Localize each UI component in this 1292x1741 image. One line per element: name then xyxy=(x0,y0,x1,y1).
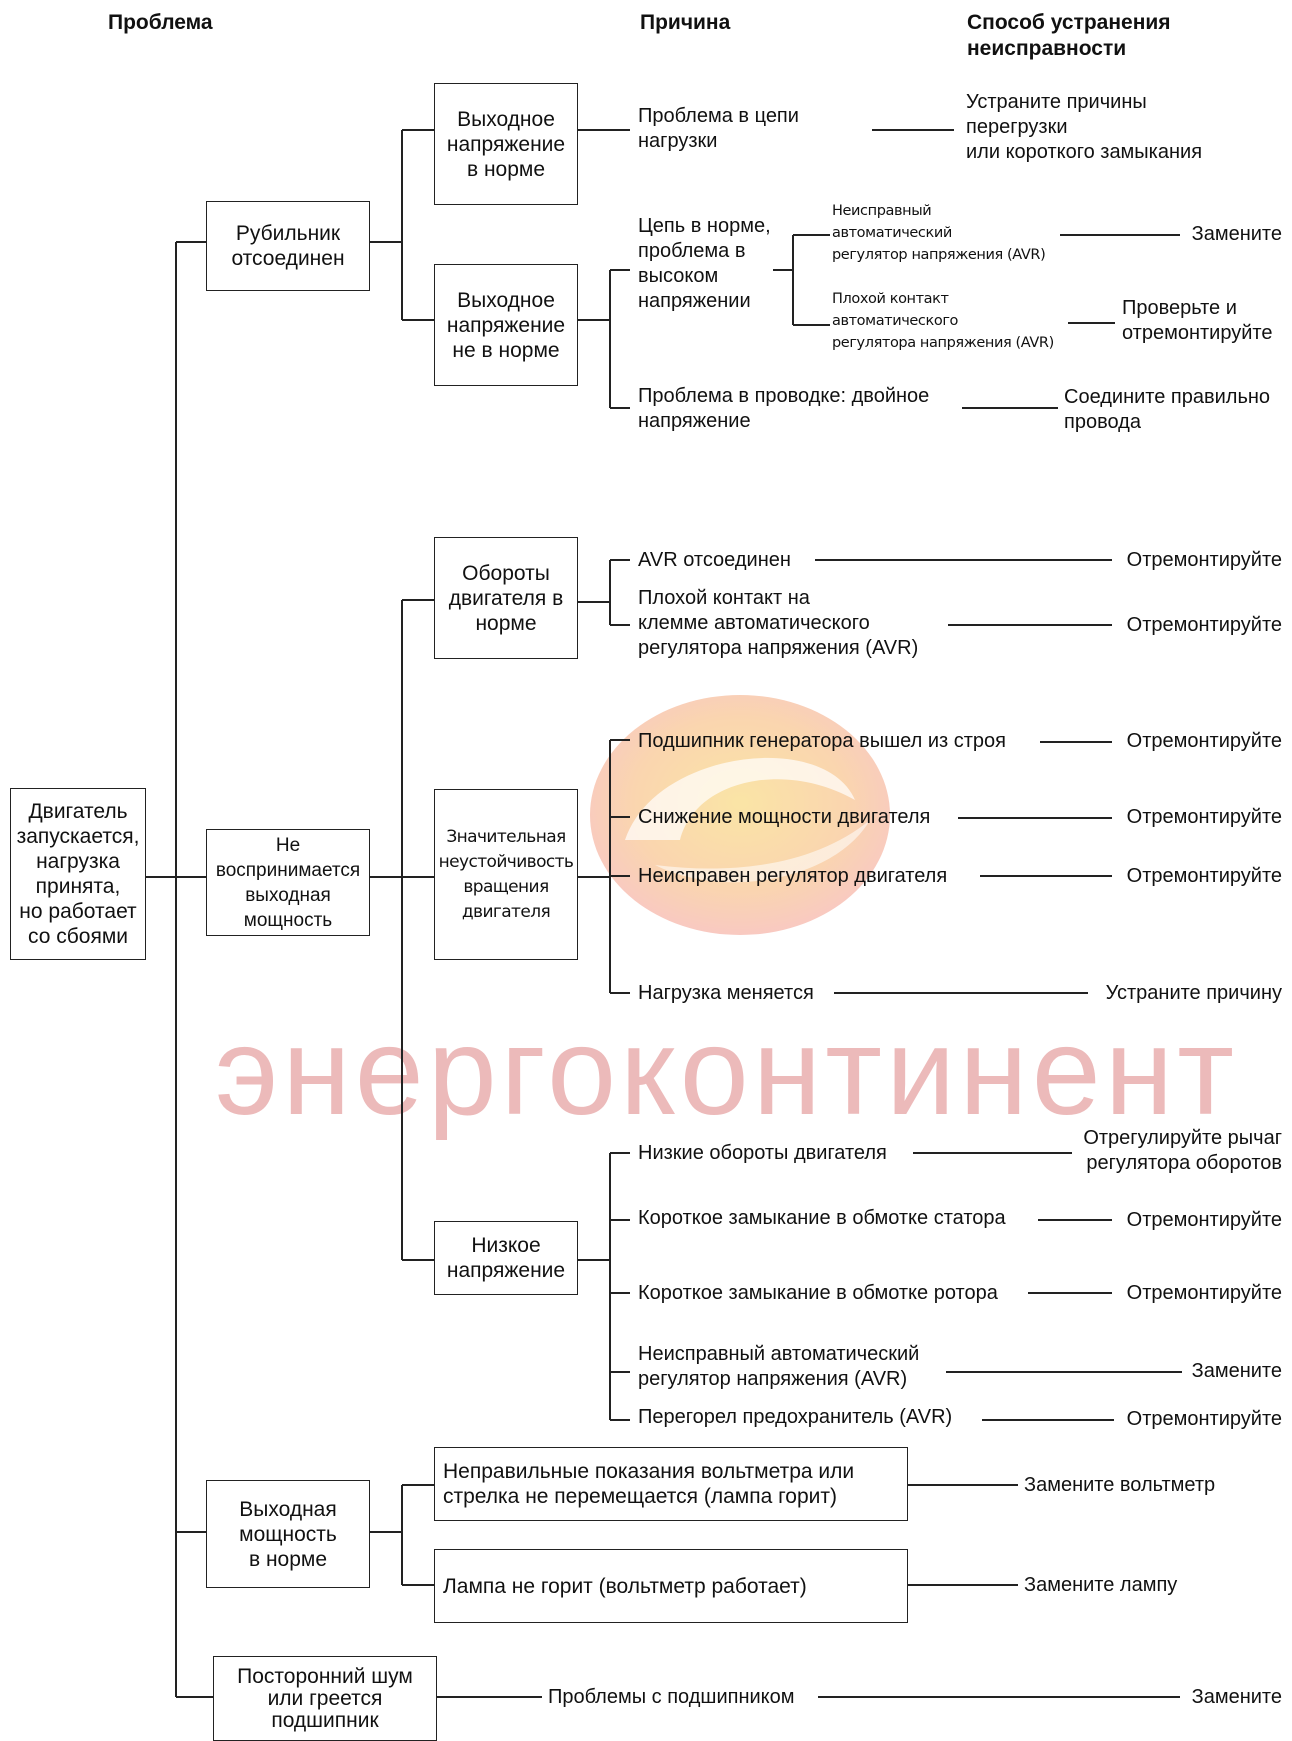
remedy-adjust-lever: Отрегулируйте рычаг регулятора оборотов xyxy=(1081,1126,1284,1176)
remedy-repair-8: Отремонтируйте xyxy=(1124,1407,1284,1432)
lamp-box: Лампа не горит (вольтметр работает) xyxy=(434,1549,908,1623)
remedy-replace-3: Замените xyxy=(1189,1685,1284,1710)
low-voltage-box: Низкое напряжение xyxy=(434,1221,578,1295)
remedy-replace-voltmeter: Замените вольтметр xyxy=(1022,1473,1218,1498)
header-remedy: Способ устранения неисправности xyxy=(967,11,1171,60)
remedy-repair-5: Отремонтируйте xyxy=(1124,864,1284,889)
header-problem: Проблема xyxy=(108,11,213,34)
remedy-repair-6: Отремонтируйте xyxy=(1124,1208,1284,1233)
remedy-repair-7: Отремонтируйте xyxy=(1124,1281,1284,1306)
cause-avr-faulty: Неисправный автоматический регулятор нап… xyxy=(636,1342,922,1392)
cause-bearing-problems: Проблемы с подшипником xyxy=(546,1685,797,1710)
remedy-connect-wires: Соедините правильно провода xyxy=(1062,385,1273,435)
cause-fuse: Перегорел предохранитель (AVR) xyxy=(636,1405,955,1430)
remedy-fix-cause: Устраните причину xyxy=(1103,981,1284,1006)
problem-noise-box: Посторонний шум или греется подшипник xyxy=(213,1656,437,1741)
voltage-ok-box: Выходное напряжение в норме xyxy=(434,83,578,205)
cause-avr-terminal: Плохой контакт на клемме автоматического… xyxy=(636,586,921,661)
cause-stator-short: Короткое замыкание в обмотке статора xyxy=(636,1206,1008,1231)
remedy-replace-2: Замените xyxy=(1189,1359,1284,1384)
remedy-repair-3: Отремонтируйте xyxy=(1124,729,1284,754)
cause-avr-contact-small: Плохой контакт автоматического регулятор… xyxy=(830,288,1056,354)
remedy-check-repair: Проверьте и отремонтируйте xyxy=(1120,296,1275,346)
watermark-logo xyxy=(590,695,890,935)
cause-load-circuit: Проблема в цепи нагрузки xyxy=(636,104,801,154)
watermark-text: энергоконтинент xyxy=(215,1003,1238,1141)
cause-engine-power: Снижение мощности двигателя xyxy=(638,806,931,828)
cause-avr-faulty-small: Неисправный автоматический регулятор нап… xyxy=(830,200,1048,266)
cause-circuit-ok-high: Цепь в норме, проблема в высоком напряже… xyxy=(636,214,773,314)
cause-low-rpm: Низкие обороты двигателя xyxy=(636,1141,889,1166)
remedy-replace-1: Замените xyxy=(1189,222,1284,247)
remedy-repair-2: Отремонтируйте xyxy=(1124,613,1284,638)
remedy-repair-4: Отремонтируйте xyxy=(1124,805,1284,830)
remedy-repair-1: Отремонтируйте xyxy=(1124,548,1284,573)
header-cause: Причина xyxy=(640,11,731,34)
remedy-overload: Устраните причины перегрузки или коротко… xyxy=(964,90,1205,165)
remedy-replace-lamp: Замените лампу xyxy=(1022,1573,1180,1598)
cause-wiring-double: Проблема в проводке: двойное напряжение xyxy=(636,384,932,434)
rpm-ok-box: Обороты двигателя в норме xyxy=(434,537,578,659)
voltmeter-box: Неправильные показания вольтметра или ст… xyxy=(434,1447,908,1521)
voltage-bad-box: Выходное напряжение не в норме xyxy=(434,264,578,386)
problem-breaker-box: Рубильник отсоединен xyxy=(206,201,370,291)
cause-gen-bearing: Подшипник генератора вышел из строя xyxy=(638,730,1006,752)
cause-load-changes: Нагрузка меняется xyxy=(636,981,816,1006)
cause-rotor-short: Короткое замыкание в обмотке ротора xyxy=(636,1281,1000,1306)
cause-engine-governor: Неисправен регулятор двигателя xyxy=(638,865,948,887)
problem-output-ok-box: Выходная мощность в норме xyxy=(206,1480,370,1588)
root-problem-box: Двигатель запускается, нагрузка принята,… xyxy=(10,788,146,960)
problem-no-output-box: Не воспринимается выходная мощность xyxy=(206,829,370,936)
cause-avr-disconnected: AVR отсоединен xyxy=(636,548,793,573)
instability-box: Значительная неустойчивость вращения дви… xyxy=(434,789,578,960)
